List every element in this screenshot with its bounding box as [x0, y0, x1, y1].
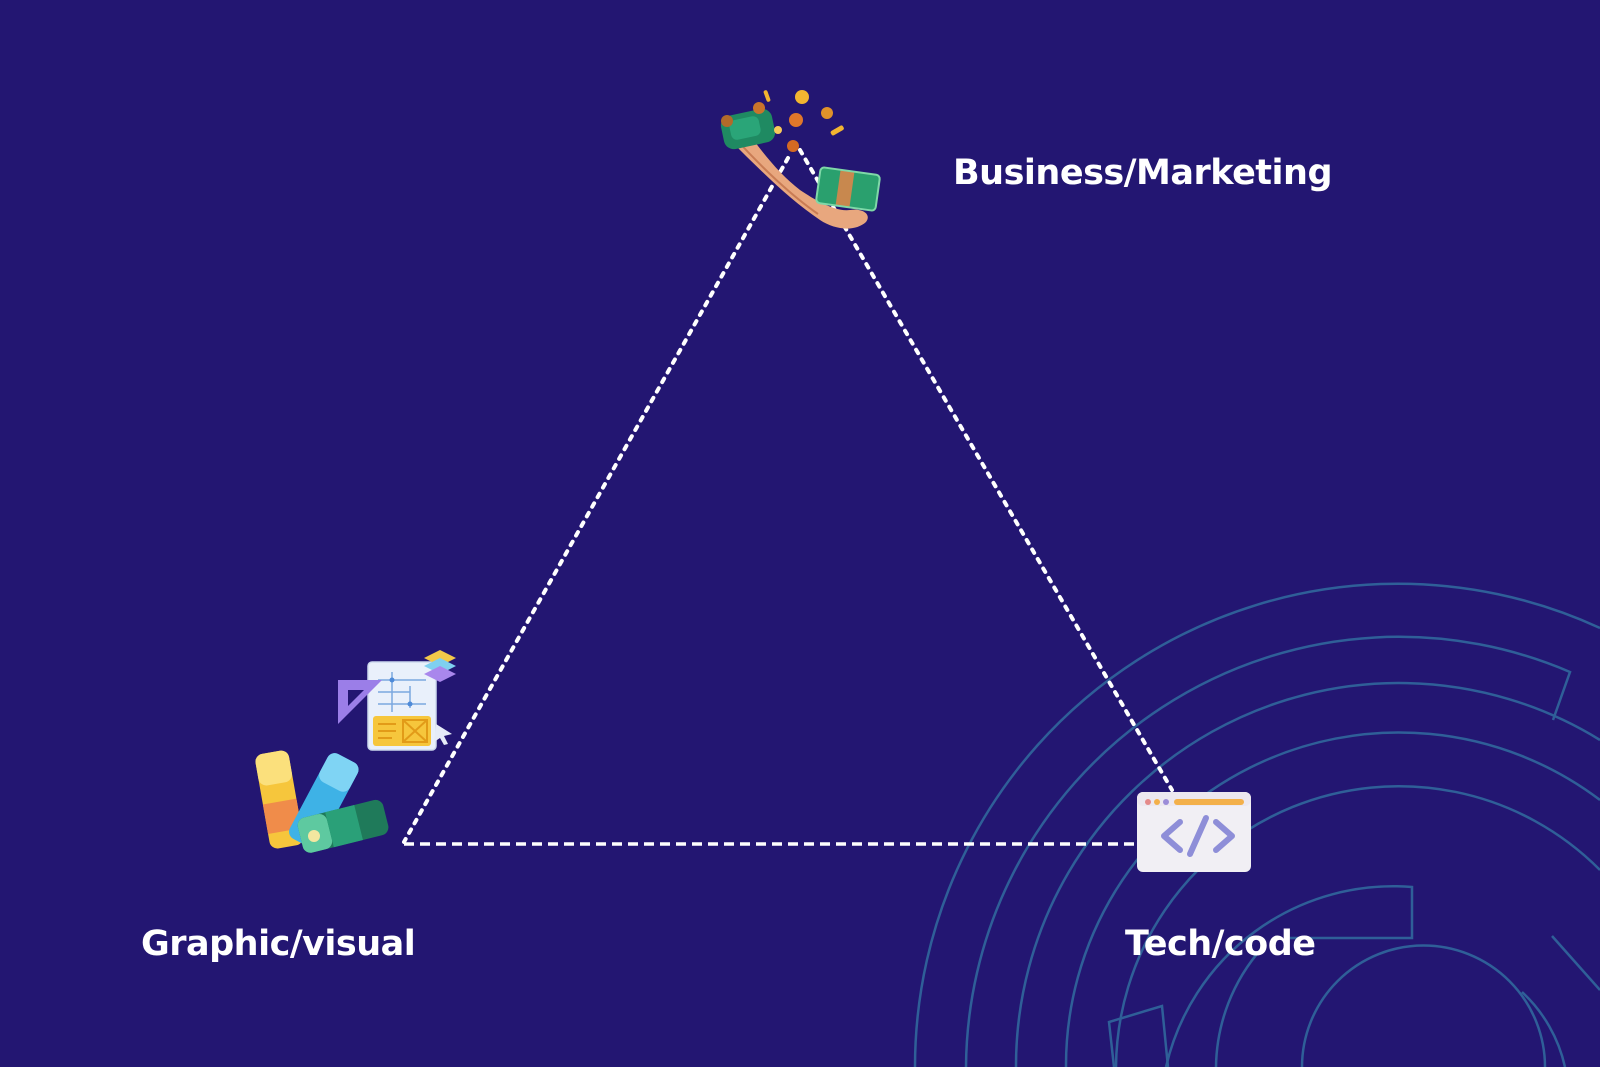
edge-business-graphic — [402, 156, 790, 844]
node-label-graphic: Graphic/visual — [141, 924, 416, 964]
node-label-tech: Tech/code — [1125, 924, 1316, 964]
design-tools-icon — [255, 650, 456, 853]
hand-with-money-icon — [720, 90, 881, 229]
code-window-icon — [1137, 792, 1251, 872]
node-label-business: Business/Marketing — [953, 153, 1333, 193]
edge-business-tech — [798, 148, 1174, 792]
